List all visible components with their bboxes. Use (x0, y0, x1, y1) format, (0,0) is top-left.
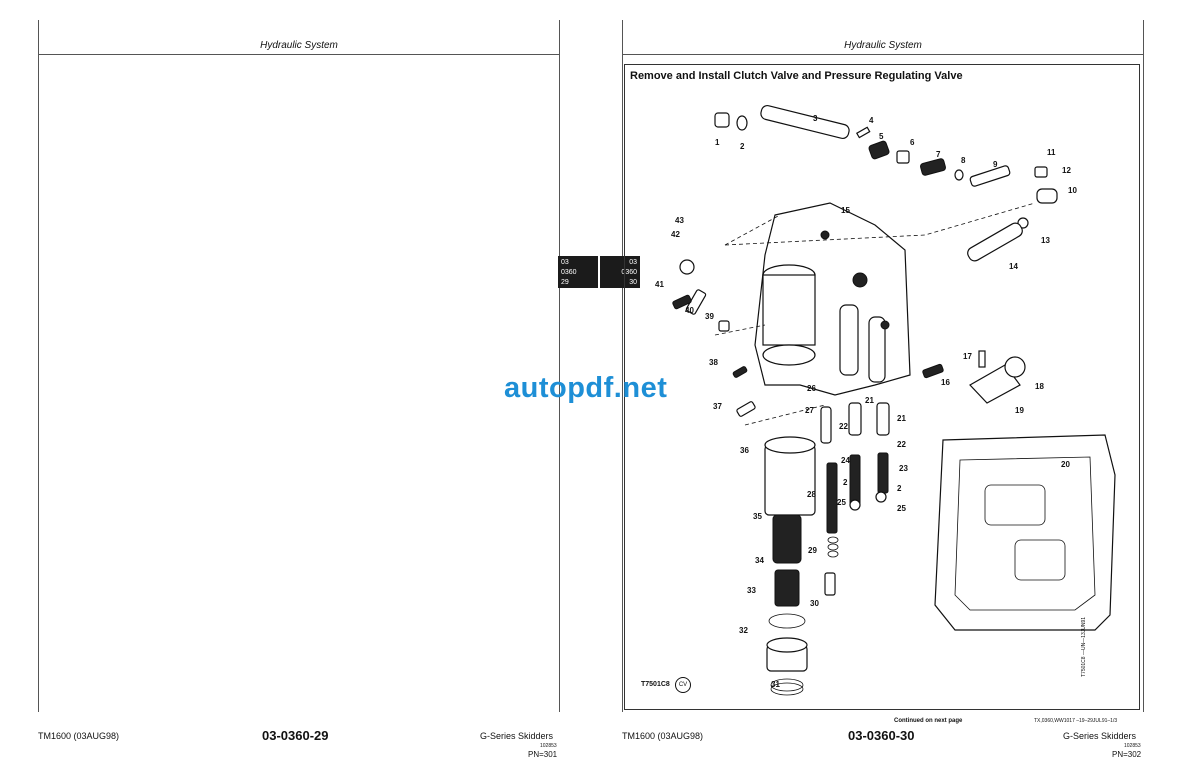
callout-3: 3 (813, 114, 818, 123)
callout-21b: 21 (897, 414, 906, 423)
right-footer-page-number: 03-0360-30 (848, 728, 915, 743)
callout-29: 29 (808, 546, 817, 555)
callout-27: 27 (805, 406, 814, 415)
callout-25b: 25 (897, 504, 906, 513)
callout-22b: 22 (897, 440, 906, 449)
figure-title: Remove and Install Clutch Valve and Pres… (630, 70, 963, 82)
left-fittings (672, 259, 756, 417)
tab-right-line1: 03 (629, 259, 637, 266)
callout-40: 40 (685, 306, 694, 315)
left-footer-series: G-Series Skidders (480, 731, 554, 741)
callout-33: 33 (747, 586, 756, 595)
callout-13: 13 (1041, 236, 1050, 245)
tab-right-line2: 0360 (621, 269, 637, 276)
left-header-title: Hydraulic System (260, 40, 338, 51)
figure-code-badge: CV (675, 677, 691, 693)
exploded-valve-diagram: 1 2 3 4 5 6 7 8 9 10 11 12 13 14 15 16 1… (655, 104, 1116, 696)
callout-10: 10 (1068, 186, 1077, 195)
callout-2b: 2 (897, 484, 902, 493)
right-header-title: Hydraulic System (844, 40, 922, 51)
callout-11: 11 (1047, 148, 1056, 157)
section-tab-left: 03 0360 29 (558, 256, 598, 288)
right-page: Hydraulic System (622, 20, 1144, 712)
callout-14: 14 (1009, 262, 1018, 271)
left-footer-pn: PN=301 (528, 750, 558, 759)
continued-note: Continued on next page (894, 718, 963, 724)
callout-31: 31 (771, 680, 780, 689)
watermark: autopdf.net (504, 372, 668, 404)
callout-21a: 21 (865, 396, 874, 405)
tab-left-line2: 0360 (561, 269, 577, 276)
callout-28: 28 (807, 490, 816, 499)
tab-left-line3: 29 (561, 279, 569, 286)
callout-16: 16 (941, 378, 950, 387)
top-spool-assembly (714, 104, 1058, 262)
callout-2a: 2 (843, 478, 848, 487)
callout-9: 9 (993, 160, 998, 169)
callout-7: 7 (936, 150, 941, 159)
callout-17: 17 (963, 352, 972, 361)
valve-body (754, 202, 911, 396)
callout-23: 23 (899, 464, 908, 473)
callout-30: 30 (810, 599, 819, 608)
callout-38: 38 (709, 358, 718, 367)
left-footer-code: 102853 (540, 743, 557, 749)
figure-panel: Remove and Install Clutch Valve and Pres… (624, 64, 1140, 710)
callout-34: 34 (755, 556, 764, 565)
left-column-parts (764, 436, 816, 696)
callout-18: 18 (1035, 382, 1044, 391)
callout-22a: 22 (839, 422, 848, 431)
callout-numbers: 1 2 3 4 5 6 7 8 9 10 11 12 13 14 15 16 1… (655, 114, 1077, 689)
tab-right-line3: 30 (629, 279, 637, 286)
callout-41: 41 (655, 280, 664, 289)
callout-37: 37 (713, 402, 722, 411)
right-footer-series: G-Series Skidders (1063, 731, 1137, 741)
callout-6: 6 (910, 138, 915, 147)
doc-reference: TX,0360,WW1017 –19–29JUL91–1/3 (1034, 718, 1118, 724)
guide-lines (714, 202, 1036, 426)
small-valve-parts (820, 402, 890, 596)
callout-35: 35 (753, 512, 762, 521)
right-side-parts (922, 350, 1026, 404)
section-tab-right: 03 0360 30 (600, 256, 640, 288)
right-header-rule (623, 54, 1143, 55)
gasket (934, 434, 1116, 631)
callout-5: 5 (879, 132, 884, 141)
callout-42: 42 (671, 230, 680, 239)
callout-8: 8 (961, 156, 966, 165)
callout-1: 1 (715, 138, 720, 147)
callout-20: 20 (1061, 460, 1070, 469)
left-header-rule (39, 54, 559, 55)
side-code: T7501C8 —UN—13JUN91 (1081, 616, 1087, 677)
callout-4: 4 (869, 116, 874, 125)
callout-12: 12 (1062, 166, 1071, 175)
callout-24: 24 (841, 456, 850, 465)
callout-15: 15 (841, 206, 850, 215)
callout-2: 2 (740, 142, 745, 151)
tab-left-line1: 03 (561, 259, 569, 266)
right-footer-manual: TM1600 (03AUG98) (622, 731, 704, 741)
left-footer-manual: TM1600 (03AUG98) (38, 731, 120, 741)
callout-26: 26 (807, 384, 816, 393)
left-page: Hydraulic System (38, 20, 560, 712)
callout-32: 32 (739, 626, 748, 635)
callout-36: 36 (740, 446, 749, 455)
left-footer-page-number: 03-0360-29 (262, 728, 329, 743)
figure-code: T7501C8 (641, 681, 670, 688)
right-footer-pn: PN=302 (1112, 750, 1142, 759)
callout-19: 19 (1015, 406, 1024, 415)
callout-43: 43 (675, 216, 684, 225)
callout-25a: 25 (837, 498, 846, 507)
right-footer-code: 102853 (1124, 743, 1141, 749)
callout-39: 39 (705, 312, 714, 321)
